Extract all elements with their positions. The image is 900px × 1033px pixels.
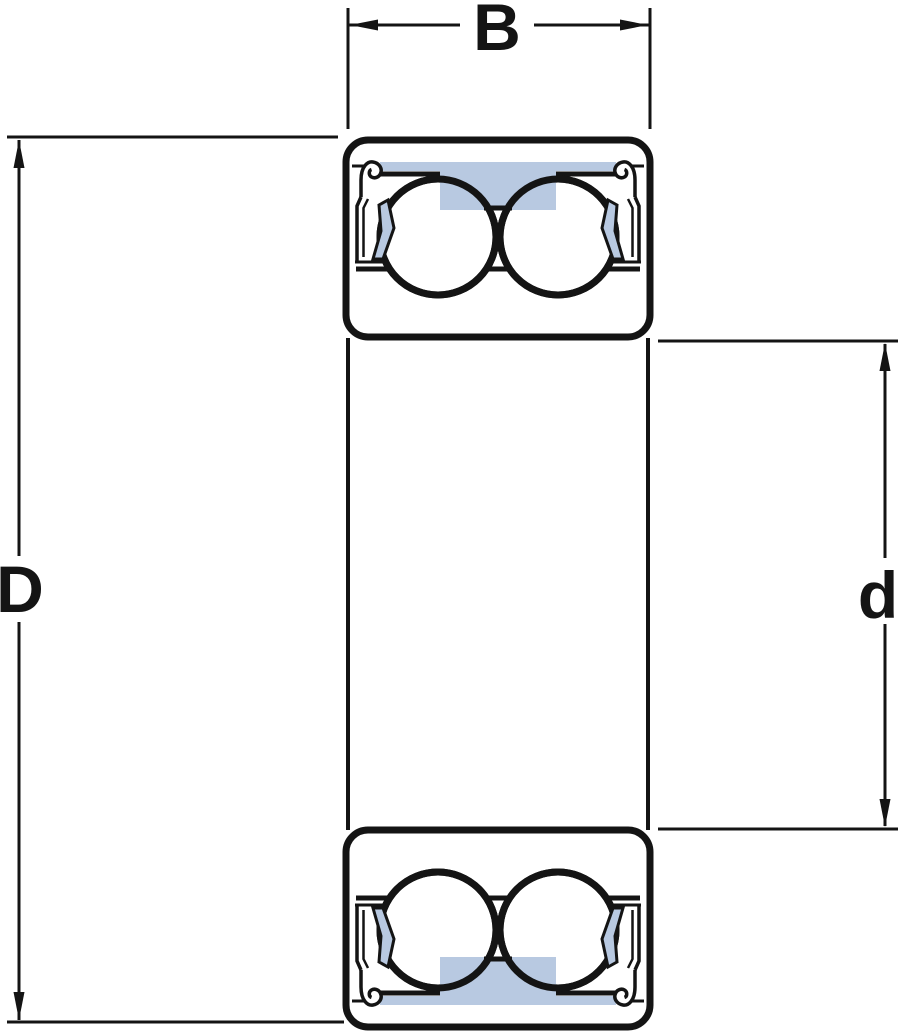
d-outer-arrowhead-up-icon — [13, 140, 25, 168]
dimension-bore-d: d — [658, 339, 898, 831]
d-outer-arrowhead-down-icon — [13, 992, 25, 1020]
d-outer-label: D — [0, 552, 44, 626]
dimension-width-b: B — [346, 0, 652, 129]
b-arrowhead-left-icon — [350, 19, 378, 31]
d-bore-arrowhead-down-icon — [879, 799, 891, 827]
bearing-section-top — [346, 140, 650, 337]
b-arrowhead-right-icon — [620, 19, 648, 31]
bearing-section-bottom — [346, 830, 650, 1027]
d-bore-label: d — [858, 558, 898, 632]
d-bore-arrowhead-up-icon — [879, 343, 891, 371]
dimension-outer-diameter-d: D — [0, 135, 344, 1024]
b-label: B — [473, 0, 521, 64]
